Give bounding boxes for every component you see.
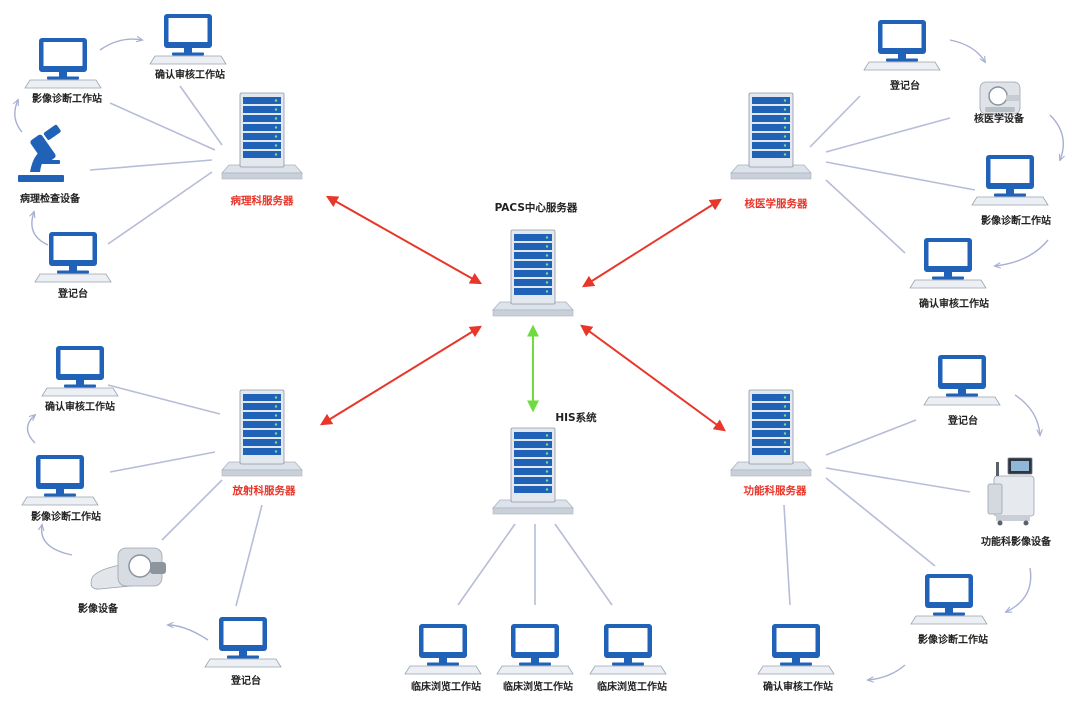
pathology-diagnosis-workstation-icon <box>24 37 102 89</box>
link-pathology-central <box>325 195 483 285</box>
functional-diagnosis-label: 影像诊断工作站 <box>918 633 988 646</box>
server-links <box>319 195 726 432</box>
functional-server-icon <box>730 389 812 477</box>
functional-confirm-workstation-icon <box>757 623 835 675</box>
clinical-workstation-3-label: 临床浏览工作站 <box>597 680 667 693</box>
his-system-label: HIS系统 <box>555 411 597 424</box>
nuclear-scanner-icon <box>979 81 1021 115</box>
pathology-device-label: 病理检查设备 <box>20 192 81 205</box>
pathology-server-label: 病理科服务器 <box>231 194 294 207</box>
nuclear-server-label: 核医学服务器 <box>745 197 808 210</box>
radiology-server-icon <box>221 389 303 477</box>
nuclear-confirm-label: 确认审核工作站 <box>919 297 989 310</box>
clinical-workstation-1-label: 临床浏览工作站 <box>411 680 481 693</box>
pathology-confirm-label: 确认审核工作站 <box>155 68 225 81</box>
ultrasound-device-icon <box>987 457 1035 526</box>
pacs-central-server-icon <box>492 229 574 317</box>
nuclear-diagnosis-workstation-icon <box>971 154 1049 206</box>
link-functional-central <box>580 324 726 432</box>
clinical-workstation-2-icon <box>496 623 574 675</box>
nuclear-device-label: 核医学设备 <box>974 112 1025 125</box>
pathology-diagnosis-label: 影像诊断工作站 <box>32 92 102 105</box>
his-server-icon <box>492 427 574 515</box>
radiology-diagnosis-workstation-icon <box>21 454 99 506</box>
radiology-confirm-workstation-icon <box>41 345 119 397</box>
functional-register-workstation-icon <box>923 354 1001 406</box>
functional-device-label: 功能科影像设备 <box>981 535 1052 548</box>
link-radiology-central <box>319 325 483 426</box>
workflow-arrows <box>15 39 1064 680</box>
clinical-workstation-1-icon <box>404 623 482 675</box>
link-nuclear-central <box>581 198 723 288</box>
functional-diagnosis-workstation-icon <box>910 573 988 625</box>
radiology-register-label: 登记台 <box>230 674 261 687</box>
radiology-device-label: 影像设备 <box>78 602 119 615</box>
nuclear-diagnosis-label: 影像诊断工作站 <box>981 214 1051 227</box>
pathology-confirm-workstation-icon <box>149 13 227 65</box>
pacs-central-server-label: PACS中心服务器 <box>495 201 578 214</box>
pathology-server-icon <box>221 92 303 180</box>
nuclear-register-label: 登记台 <box>889 79 920 92</box>
radiology-server-label: 放射科服务器 <box>232 484 296 497</box>
connection-lines <box>89 85 976 607</box>
pathology-register-workstation-icon <box>34 231 112 283</box>
clinical-workstation-2-label: 临床浏览工作站 <box>503 680 573 693</box>
pathology-register-label: 登记台 <box>57 287 88 300</box>
radiology-diagnosis-label: 影像诊断工作站 <box>31 510 101 523</box>
radiology-register-workstation-icon <box>204 616 282 668</box>
nuclear-server-icon <box>730 92 812 180</box>
ct-scanner-icon <box>90 547 166 590</box>
functional-confirm-label: 确认审核工作站 <box>763 680 833 693</box>
nuclear-confirm-workstation-icon <box>909 237 987 289</box>
functional-server-label: 功能科服务器 <box>744 484 807 497</box>
radiology-confirm-label: 确认审核工作站 <box>45 400 115 413</box>
functional-register-label: 登记台 <box>947 414 978 427</box>
clinical-workstation-3-icon <box>589 623 667 675</box>
nuclear-register-workstation-icon <box>863 19 941 71</box>
microscope-icon <box>18 124 64 182</box>
